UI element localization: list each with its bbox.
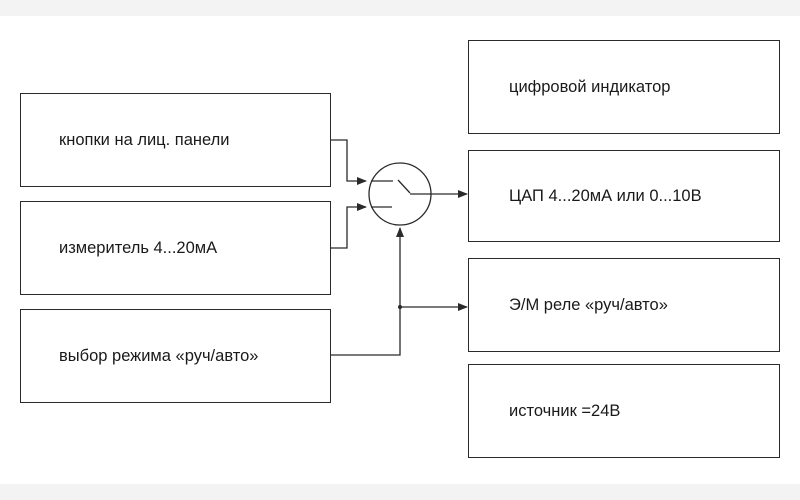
box-meter-label: измеритель 4...20мА: [59, 238, 218, 257]
top-band: [0, 0, 800, 16]
box-display: цифровой индикатор: [468, 40, 780, 134]
box-buttons-label: кнопки на лиц. панели: [59, 130, 230, 149]
bottom-band: [0, 484, 800, 500]
box-supply-label: источник =24В: [509, 401, 621, 420]
box-dac: ЦАП 4...20мА или 0...10В: [468, 150, 780, 242]
box-supply: источник =24В: [468, 364, 780, 458]
box-buttons: кнопки на лиц. панели: [20, 93, 331, 187]
box-mode: выбор режима «руч/авто»: [20, 309, 331, 403]
box-relay-label: Э/М реле «руч/авто»: [509, 295, 668, 314]
switch-lever: [397, 179, 411, 194]
wire-mode-control: [330, 227, 404, 356]
box-meter: измеритель 4...20мА: [20, 201, 331, 295]
wire-meter-to-switch: [330, 203, 367, 249]
box-mode-label: выбор режима «руч/авто»: [59, 346, 259, 365]
box-relay: Э/М реле «руч/авто»: [468, 258, 780, 352]
switch-junction-dot: [398, 305, 402, 309]
box-display-label: цифровой индикатор: [509, 77, 671, 96]
wire-buttons-to-switch: [330, 139, 367, 185]
box-dac-label: ЦАП 4...20мА или 0...10В: [509, 186, 702, 205]
